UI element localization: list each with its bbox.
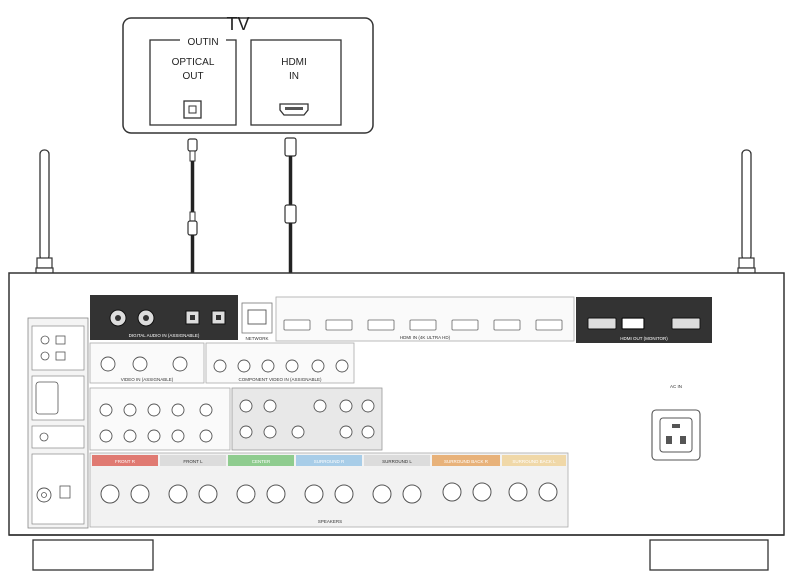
hdmi-out-label: HDMI OUT (MONITOR) — [620, 336, 668, 341]
svg-text:SURROUND L: SURROUND L — [382, 459, 412, 464]
speaker-group-surround-back-l — [502, 455, 566, 466]
speaker-group-surround-back-r — [432, 455, 500, 466]
tv-hdmi-label-1: HDMI — [281, 57, 307, 68]
digital-audio-panel: DIGITAL AUDIO IN (ASSIGNABLE) — [90, 295, 238, 340]
av-receiver: DIGITAL AUDIO IN (ASSIGNABLE) NETWORK HD… — [8, 272, 785, 571]
ac-in-label: AC IN — [670, 384, 682, 389]
component-inputs: COMPONENT VIDEO IN (ASSIGNABLE) — [205, 342, 355, 384]
svg-text:FRONT R: FRONT R — [115, 459, 136, 464]
tv-optical-label-2: OUT — [182, 71, 203, 82]
speaker-group-surround-r — [296, 455, 362, 466]
digital-audio-label: DIGITAL AUDIO IN (ASSIGNABLE) — [129, 333, 200, 338]
tv-optical-label-1: OPTICAL — [172, 57, 215, 68]
svg-text:SURROUND BACK L: SURROUND BACK L — [512, 459, 556, 464]
svg-text:NETWORK: NETWORK — [246, 336, 269, 341]
hdmi-input-panel: HDMI IN (4K ULTRA HD) — [275, 296, 575, 342]
left-foot — [32, 539, 154, 571]
svg-text:CENTER: CENTER — [252, 459, 271, 464]
svg-text:SURROUND R: SURROUND R — [314, 459, 345, 464]
tv-hdmi-label-2: IN — [289, 71, 299, 82]
tv-title: TV — [226, 14, 249, 34]
tv-optical-port — [183, 100, 202, 119]
tv-hdmi-port — [279, 103, 309, 116]
svg-text:SPEAKERS: SPEAKERS — [318, 519, 342, 524]
speaker-terminals: FRONT R FRONT L CENTER SURROUND R SURROU… — [89, 452, 569, 528]
network-port: NETWORK — [241, 302, 273, 341]
right-foot — [649, 539, 769, 571]
hdmi-output-panel: HDMI OUT (MONITOR) — [576, 297, 712, 343]
audio-inputs — [89, 387, 231, 451]
svg-text:VIDEO IN (ASSIGNABLE): VIDEO IN (ASSIGNABLE) — [121, 377, 174, 382]
video-inputs: VIDEO IN (ASSIGNABLE) — [89, 342, 205, 384]
tv-unit: TV OUTIN OPTICAL OUT HDMI IN — [122, 14, 374, 134]
speaker-group-front-l — [160, 455, 226, 466]
ac-inlet: AC IN — [651, 384, 701, 461]
pre-out-block — [231, 387, 383, 451]
hdmi-in-label: HDMI IN (4K ULTRA HD) — [400, 335, 451, 340]
svg-text:SURROUND BACK R: SURROUND BACK R — [444, 459, 489, 464]
svg-text:FRONT L: FRONT L — [183, 459, 203, 464]
svg-text:COMPONENT VIDEO IN (ASSIGNABLE: COMPONENT VIDEO IN (ASSIGNABLE) — [239, 377, 322, 382]
speaker-group-center — [228, 455, 294, 466]
speaker-group-surround-l — [364, 455, 430, 466]
receiver-hdmi-out-port — [621, 317, 645, 330]
speaker-group-front-r — [92, 455, 158, 466]
tv-group-label: OUTIN — [187, 37, 218, 48]
